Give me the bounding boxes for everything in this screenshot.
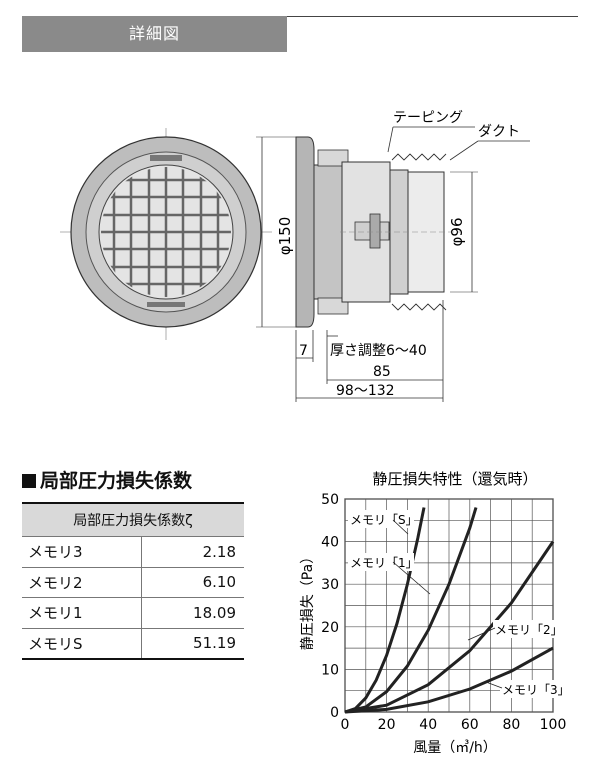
- chart-xlabel: 風量（㎥/h）: [413, 740, 497, 756]
- chart-series-labels: メモリ「S」メモリ「1」メモリ「2」メモリ「3」: [348, 510, 570, 698]
- label-phi96: φ96: [448, 218, 466, 247]
- y-tick-label: 50: [321, 492, 339, 508]
- loss-table: 局部圧力損失係数ζ メモリ3 2.18 メモリ2 6.10 メモリ1 18.09…: [22, 502, 244, 660]
- series-label: メモリ「S」: [350, 513, 418, 527]
- chart-title: 静圧損失特性（還気時）: [372, 470, 537, 488]
- series-label-bg: [348, 553, 414, 571]
- x-tick-label: 20: [378, 717, 396, 733]
- series-label-leader: [467, 627, 496, 641]
- series-label: メモリ「3」: [502, 683, 570, 697]
- x-tick-label: 40: [419, 717, 437, 733]
- label-dim-85: 85: [373, 364, 391, 380]
- chart-ticks: 0 20 40 60 80 100 0 10 20 30 40 50: [321, 492, 566, 733]
- series-label-leader: [392, 561, 431, 595]
- label-dim-7: 7: [299, 343, 308, 359]
- label-adjust: 厚さ調整6～40: [330, 343, 427, 359]
- table-row: メモリ1 18.09: [22, 597, 244, 629]
- x-tick-label: 80: [502, 717, 520, 733]
- series-label-bg: [493, 620, 559, 638]
- label-phi150: φ150: [276, 217, 294, 256]
- chart-grid: [344, 498, 554, 713]
- row-value: 18.09: [141, 597, 244, 629]
- series-label: メモリ「1」: [350, 556, 418, 570]
- chart-ylabel: 静圧損失（Pa）: [300, 550, 316, 650]
- label-dim-range: 98～132: [336, 383, 395, 399]
- x-tick-label: 100: [540, 717, 567, 733]
- row-name: メモリS: [22, 628, 143, 660]
- x-tick-label: 60: [461, 717, 479, 733]
- table-row: メモリS 51.19: [22, 628, 244, 660]
- section-header-title: 詳細図: [128, 24, 180, 43]
- callouts: テーピング ダクト: [387, 110, 530, 161]
- header-rule: [287, 16, 578, 17]
- label-taping: テーピング: [393, 110, 463, 126]
- row-name: メモリ3: [22, 536, 143, 568]
- dim-bottom: [295, 300, 444, 402]
- y-tick-label: 30: [321, 577, 339, 593]
- row-value: 51.19: [141, 628, 244, 660]
- dim-phi96: φ96: [448, 171, 478, 293]
- series-label-leader: [392, 519, 409, 535]
- loss-table-title: 局部圧力損失係数: [22, 466, 192, 493]
- series-label-bg: [348, 510, 414, 528]
- row-name: メモリ2: [22, 567, 143, 598]
- front-view: [60, 128, 272, 340]
- loss-table-header: 局部圧力損失係数ζ: [22, 502, 244, 537]
- y-tick-label: 20: [321, 620, 339, 636]
- chart-series: [344, 507, 555, 714]
- dim-phi150: φ150: [256, 136, 300, 328]
- series-line-2: [344, 540, 555, 714]
- detail-drawing: φ150 テーピング ダクト φ96: [60, 110, 530, 402]
- table-row: メモリ2 6.10: [22, 567, 244, 598]
- y-tick-label: 0: [330, 705, 339, 721]
- pressure-loss-chart: 静圧損失特性（還気時） 0 20 40 60 80 100 0 10 20 30 40 50 メモリ「…: [300, 470, 570, 756]
- table-row: メモリ3 2.18: [22, 536, 244, 568]
- section-header: 詳細図: [22, 16, 287, 52]
- square-bullet-icon: [22, 474, 36, 488]
- series-label: メモリ「2」: [495, 623, 563, 637]
- row-value: 2.18: [141, 536, 244, 568]
- x-tick-label: 0: [341, 717, 350, 733]
- row-name: メモリ1: [22, 597, 143, 629]
- y-tick-label: 10: [321, 662, 339, 678]
- series-line-1: [344, 507, 478, 714]
- label-duct: ダクト: [478, 124, 520, 140]
- side-view: [295, 136, 460, 328]
- series-label-bg: [500, 680, 566, 698]
- row-value: 6.10: [141, 567, 244, 598]
- series-line-0: [344, 507, 426, 714]
- series-line-3: [344, 646, 554, 714]
- series-label-leader: [485, 681, 503, 689]
- y-tick-label: 40: [321, 535, 339, 551]
